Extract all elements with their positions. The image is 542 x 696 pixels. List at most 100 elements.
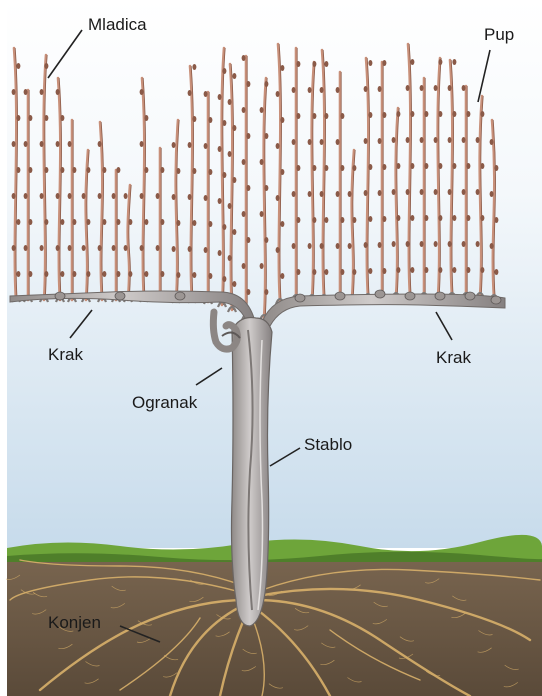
bud (116, 167, 120, 173)
bud (406, 137, 410, 143)
bud (466, 163, 470, 169)
bud (434, 189, 438, 195)
bud (452, 59, 456, 65)
bud (452, 163, 456, 169)
bud (242, 107, 246, 113)
bud (188, 142, 192, 148)
bud (56, 245, 60, 251)
bud (434, 241, 438, 247)
bud (424, 111, 428, 117)
label-root: Konjen (48, 613, 101, 632)
bud (378, 242, 382, 248)
bud (424, 215, 428, 221)
bud (276, 195, 280, 201)
bud (176, 272, 180, 278)
bud (438, 111, 442, 117)
bud (308, 139, 312, 145)
bud (352, 269, 356, 275)
bud (264, 289, 268, 295)
bud (242, 263, 246, 269)
bud (406, 85, 410, 91)
bud (218, 146, 222, 152)
bud (308, 191, 312, 197)
bud (490, 139, 494, 145)
bud (382, 60, 386, 66)
bud (336, 139, 340, 145)
bud (144, 271, 148, 277)
bud (410, 111, 414, 117)
bud (28, 115, 32, 121)
bud (72, 167, 76, 173)
bud (308, 243, 312, 249)
bud (56, 89, 60, 95)
bud (40, 193, 44, 199)
bud (452, 215, 456, 221)
bud (348, 191, 352, 197)
bud (160, 271, 164, 277)
bud (438, 267, 442, 273)
bud (292, 87, 296, 93)
bud (490, 191, 494, 197)
label-shoot: Mladica (88, 15, 147, 34)
bud (56, 141, 60, 147)
bud (12, 141, 16, 147)
bud (364, 86, 368, 92)
bud (438, 215, 442, 221)
bud (232, 73, 236, 79)
bud (324, 269, 328, 275)
bud (420, 137, 424, 143)
bud (160, 167, 164, 173)
bud (340, 269, 344, 275)
bud (396, 163, 400, 169)
bud (364, 190, 368, 196)
bud (396, 215, 400, 221)
bud (476, 137, 480, 143)
bud (452, 111, 456, 117)
bud (24, 89, 28, 95)
bud (378, 138, 382, 144)
bud (392, 241, 396, 247)
bud (218, 94, 222, 100)
bud (116, 219, 120, 225)
bud (112, 245, 116, 251)
bud (424, 163, 428, 169)
bud (44, 115, 48, 121)
bud (140, 245, 144, 251)
bud (276, 247, 280, 253)
bud (228, 99, 232, 105)
bud (276, 91, 280, 97)
bud (160, 219, 164, 225)
bud (480, 111, 484, 117)
bud (476, 189, 480, 195)
bud (204, 195, 208, 201)
bud (246, 133, 250, 139)
bud (222, 276, 226, 282)
bud (204, 247, 208, 253)
bud (192, 272, 196, 278)
bud (40, 141, 44, 147)
bud (232, 177, 236, 183)
bud (232, 281, 236, 287)
bud (462, 241, 466, 247)
bud (292, 191, 296, 197)
bud (144, 219, 148, 225)
bud (98, 193, 102, 199)
bud (188, 194, 192, 200)
bud (476, 241, 480, 247)
bud (60, 167, 64, 173)
bud (246, 289, 250, 295)
bud (124, 245, 128, 251)
bud (340, 165, 344, 171)
bud (368, 268, 372, 274)
bud (116, 271, 120, 277)
bud (406, 241, 410, 247)
bud (438, 59, 442, 65)
bud (112, 193, 116, 199)
label-arm-left: Krak (48, 345, 83, 364)
bud (336, 87, 340, 93)
bud (448, 241, 452, 247)
bud (260, 263, 264, 269)
bud (280, 273, 284, 279)
